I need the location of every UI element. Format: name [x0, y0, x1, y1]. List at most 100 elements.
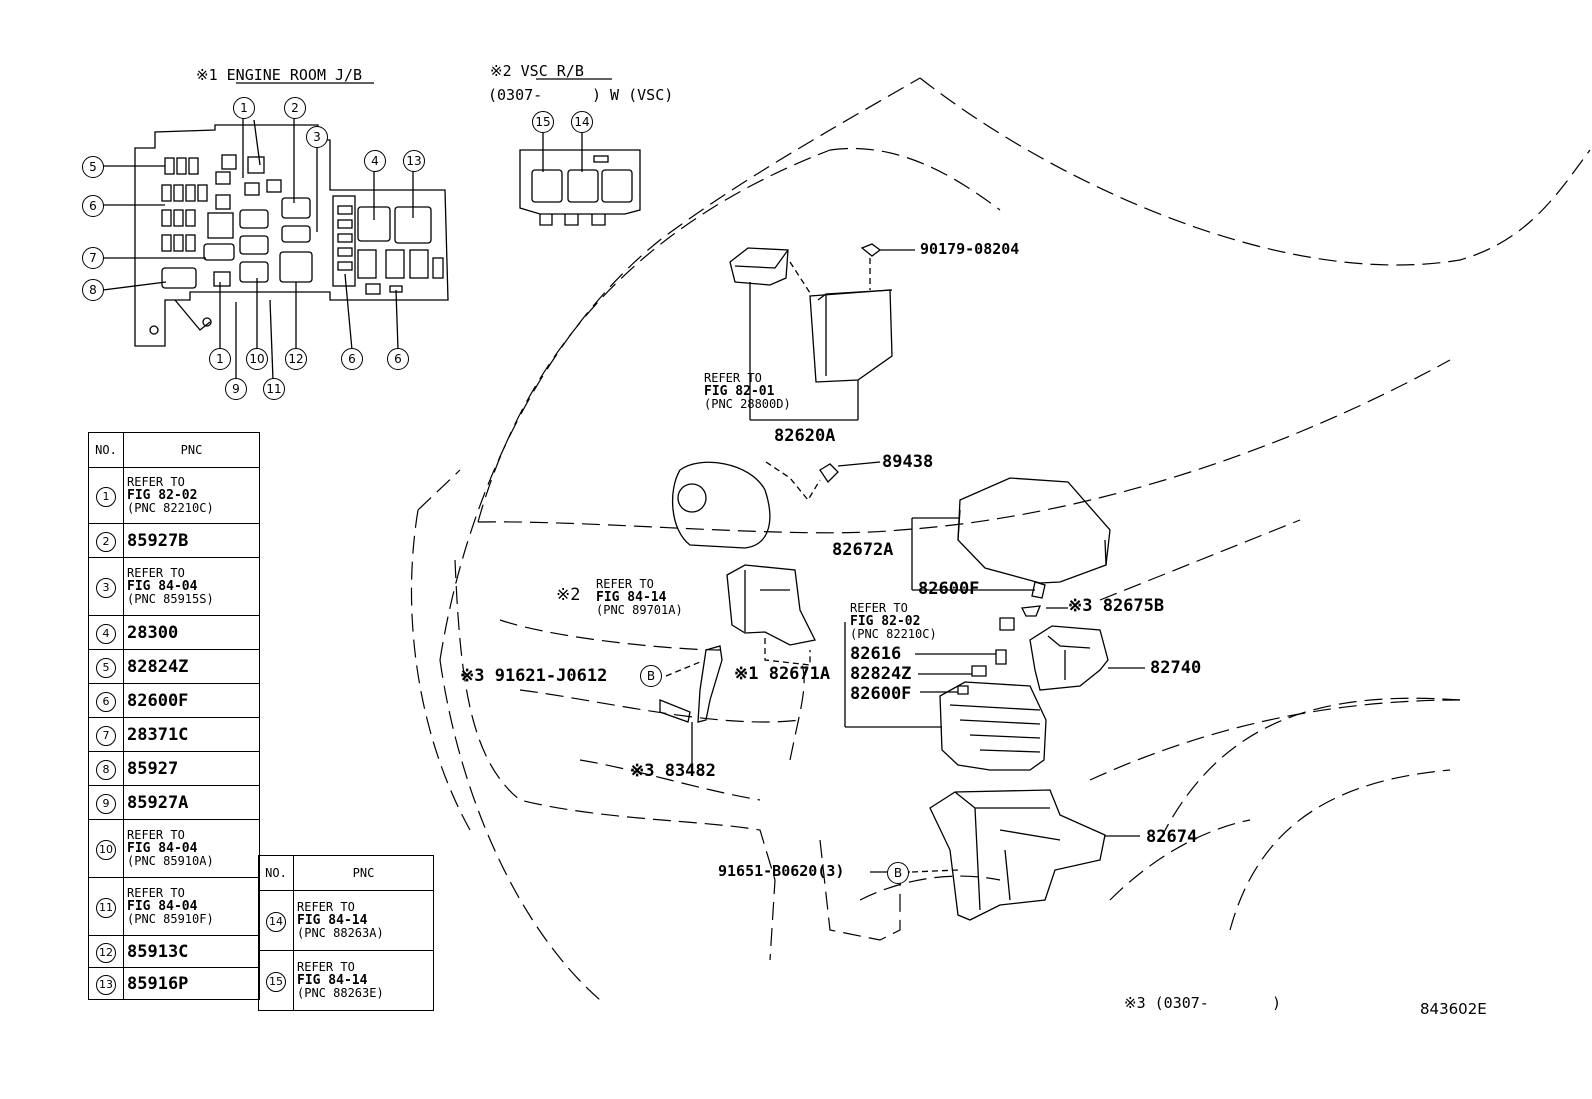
row-number: 5 — [96, 657, 116, 678]
diagram-code: 843602E — [1420, 1000, 1487, 1018]
part-83482: ※3 83482 — [630, 761, 716, 781]
col-pnc: PNC — [293, 855, 434, 891]
jb-callout-5: 5 — [82, 156, 104, 178]
table-row: 12 85913C — [88, 935, 260, 968]
ref-fig: FIG 84-14 — [297, 913, 368, 928]
engine-room-jb-illustration — [102, 118, 449, 381]
row-number: 1 — [96, 486, 116, 507]
jb-reference: REFER TO FIG 82-02 (PNC 82210C) — [850, 602, 937, 641]
jb-callout-2: 2 — [284, 97, 306, 119]
row-number: 3 — [96, 577, 116, 598]
jb-callout-7: 7 — [82, 247, 104, 269]
jb-callout-13: 13 — [403, 150, 425, 172]
col-no: NO. — [258, 855, 294, 891]
part-89438: 89438 — [882, 452, 934, 472]
pnc-value: 85927B — [123, 523, 260, 558]
jb-callout-1-top: 1 — [233, 97, 255, 119]
row-number: 14 — [266, 911, 286, 932]
part-82824Z: 82824Z — [850, 664, 912, 684]
ref-line: REFER TO — [297, 900, 355, 914]
part-82600F-clip: 82600F — [918, 579, 980, 599]
row-number: 13 — [96, 974, 116, 995]
part-82672A: 82672A — [832, 540, 894, 560]
table-row: 5 82824Z — [88, 649, 260, 684]
jb-callout-6-mid: 6 — [341, 348, 363, 370]
ref-pnc: (PNC 85910F) — [127, 912, 214, 926]
vsc-relay-block-illustration — [519, 133, 641, 226]
junction-block-illustration — [844, 605, 1145, 771]
ref-line: REFER TO — [127, 828, 185, 842]
ref-pnc: (PNC 88263E) — [297, 986, 384, 1000]
table-row: 7 28371C — [88, 717, 260, 752]
ref-pnc: (PNC 85915S) — [127, 592, 214, 606]
footnote-3-close: ) — [1272, 994, 1282, 1012]
part-82674: 82674 — [1146, 827, 1198, 847]
ref-line: REFER TO — [127, 566, 185, 580]
relay-box-cover-illustration — [911, 477, 1111, 599]
vsc-callout-14: 14 — [571, 111, 593, 133]
ref-fig: FIG 84-04 — [127, 579, 198, 594]
ref-pnc: (PNC 88263A) — [297, 926, 384, 940]
jb-callout-4: 4 — [364, 150, 386, 172]
table-row: 6 82600F — [88, 683, 260, 718]
table-row: 8 85927 — [88, 751, 260, 786]
vsc-range-end: ) W (VSC) — [592, 86, 674, 104]
ref-fig: FIG 84-14 — [596, 590, 667, 605]
part-82675B: ※3 82675B — [1068, 596, 1165, 616]
pnc-value: 85927 — [123, 751, 260, 786]
jb-callout-6-left: 6 — [82, 195, 104, 217]
part-90179-08204: 90179-08204 — [920, 240, 1020, 258]
ref-line: REFER TO — [127, 475, 185, 489]
row-number: 4 — [96, 623, 116, 644]
pnc-table-2-header: NO. PNC — [258, 855, 434, 891]
jb-callout-9: 9 — [225, 378, 247, 400]
ref-pnc: (PNC 82210C) — [850, 627, 937, 641]
ref-line: REFER TO — [297, 960, 355, 974]
ref-pnc: (PNC 85910A) — [127, 854, 214, 868]
row-number: 2 — [96, 531, 116, 552]
jb-callout-8: 8 — [82, 279, 104, 301]
part-82740: 82740 — [1150, 658, 1202, 678]
row-number: 12 — [96, 942, 116, 963]
row-number: 7 — [96, 725, 116, 746]
ref-pnc: (PNC 89701A) — [596, 603, 683, 617]
footnote-3: ※3 (0307- — [1124, 994, 1209, 1012]
table-row: 2 85927B — [88, 523, 260, 558]
ref-fig: FIG 82-02 — [850, 614, 921, 629]
jb-callout-3: 3 — [306, 126, 328, 148]
ref-fig: FIG 84-04 — [127, 841, 198, 856]
jb-callout-12: 12 — [285, 348, 307, 370]
vsc-ref-prefix: ※2 — [556, 585, 581, 605]
pnc-value: 28300 — [123, 615, 260, 650]
pnc-value: 82600F — [123, 683, 260, 718]
part-91621-J0612: ※3 91621-J0612 — [460, 666, 608, 686]
vsc-rb-title: ※2 VSC R/B — [490, 62, 584, 80]
pnc-value: 28371C — [123, 717, 260, 752]
row-number: 6 — [96, 691, 116, 712]
col-no: NO. — [88, 432, 124, 468]
part-91651-B0620: 91651-B0620(3) — [718, 862, 845, 880]
ref-pnc: (PNC 82210C) — [127, 501, 214, 515]
ref-line: REFER TO — [704, 371, 762, 385]
jb-callout-11: 11 — [263, 378, 285, 400]
ecu-illustration — [729, 243, 915, 421]
col-pnc: PNC — [123, 432, 260, 468]
part-82620A: 82620A — [774, 426, 836, 446]
vsc-callout-15: 15 — [532, 111, 554, 133]
ref-line: REFER TO — [850, 601, 908, 615]
bolt-b-callout: B — [640, 665, 662, 687]
bracket-sensor-illustration — [640, 645, 723, 765]
row-number: 9 — [96, 793, 116, 814]
pnc-value: 85916P — [123, 967, 260, 1000]
ref-line: REFER TO — [596, 577, 654, 591]
vsc-range-start: (0307- — [488, 86, 543, 104]
sensor-pump-illustration — [671, 461, 881, 549]
row-number: 8 — [96, 759, 116, 780]
